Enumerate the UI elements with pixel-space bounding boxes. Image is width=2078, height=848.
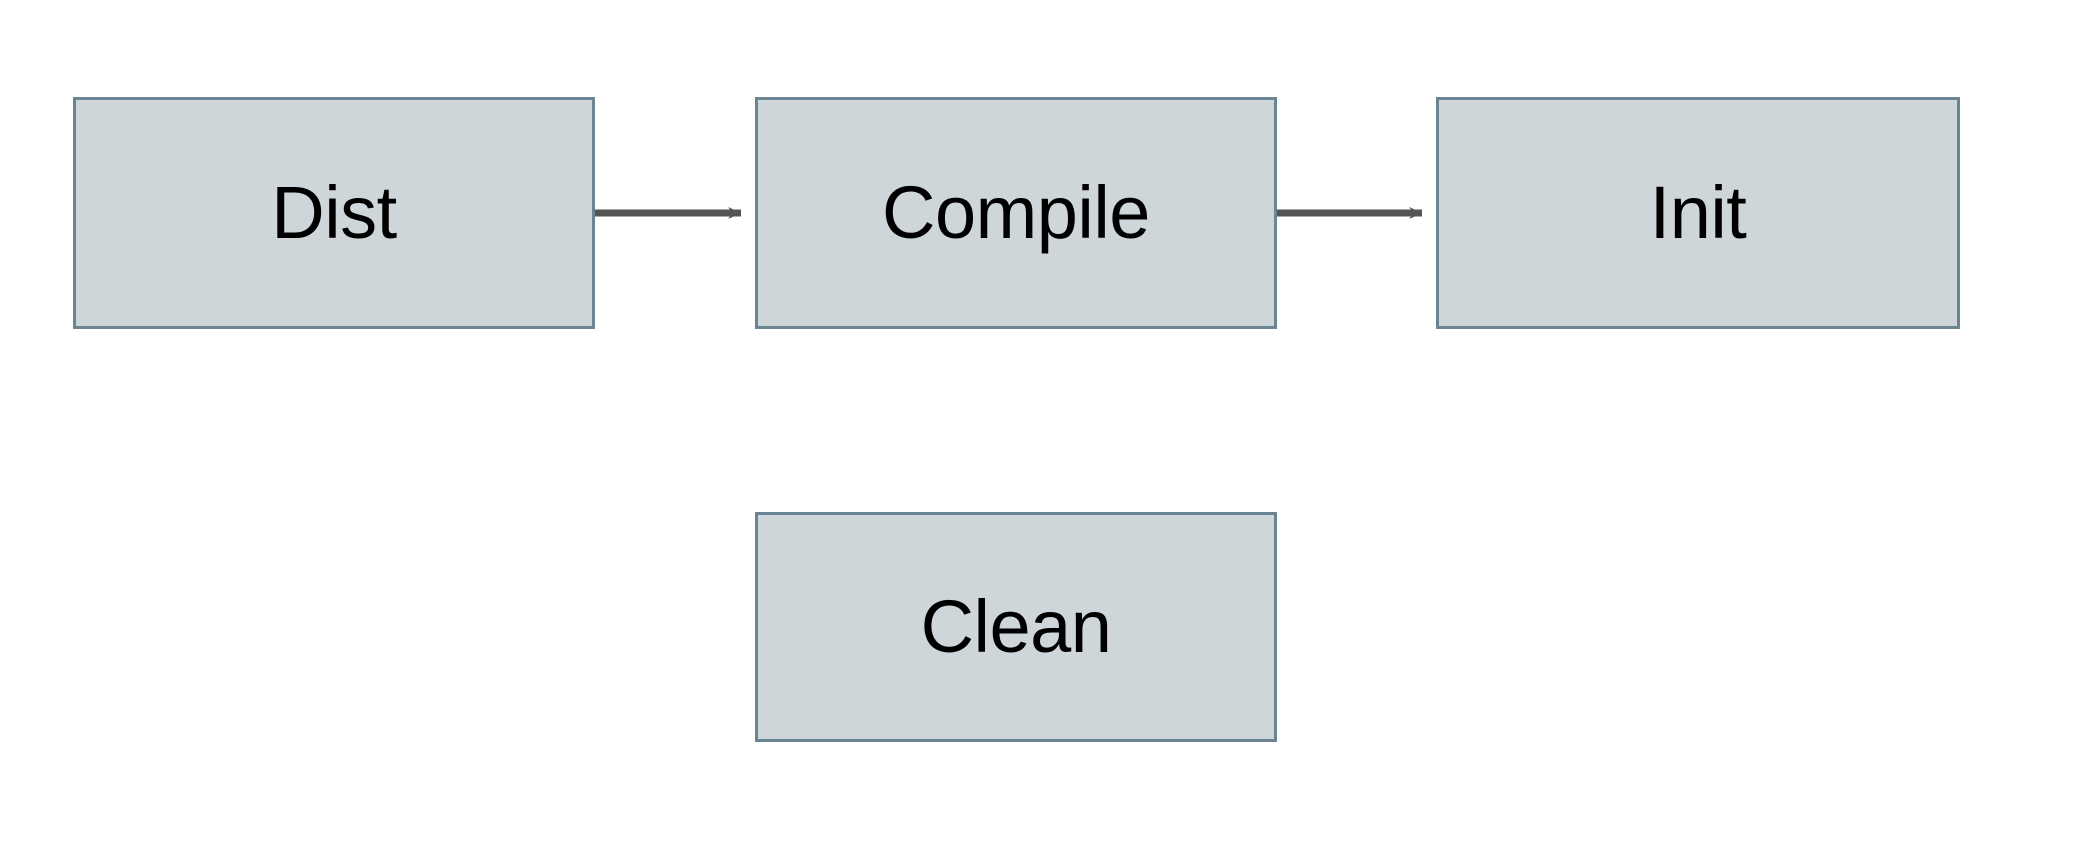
node-init[interactable]: Init	[1436, 97, 1960, 329]
node-init-label: Init	[1649, 171, 1747, 254]
node-clean[interactable]: Clean	[755, 512, 1277, 742]
node-dist[interactable]: Dist	[73, 97, 595, 329]
node-compile-label: Compile	[882, 171, 1150, 254]
node-dist-label: Dist	[271, 171, 397, 254]
node-compile[interactable]: Compile	[755, 97, 1277, 329]
node-clean-label: Clean	[920, 585, 1112, 668]
